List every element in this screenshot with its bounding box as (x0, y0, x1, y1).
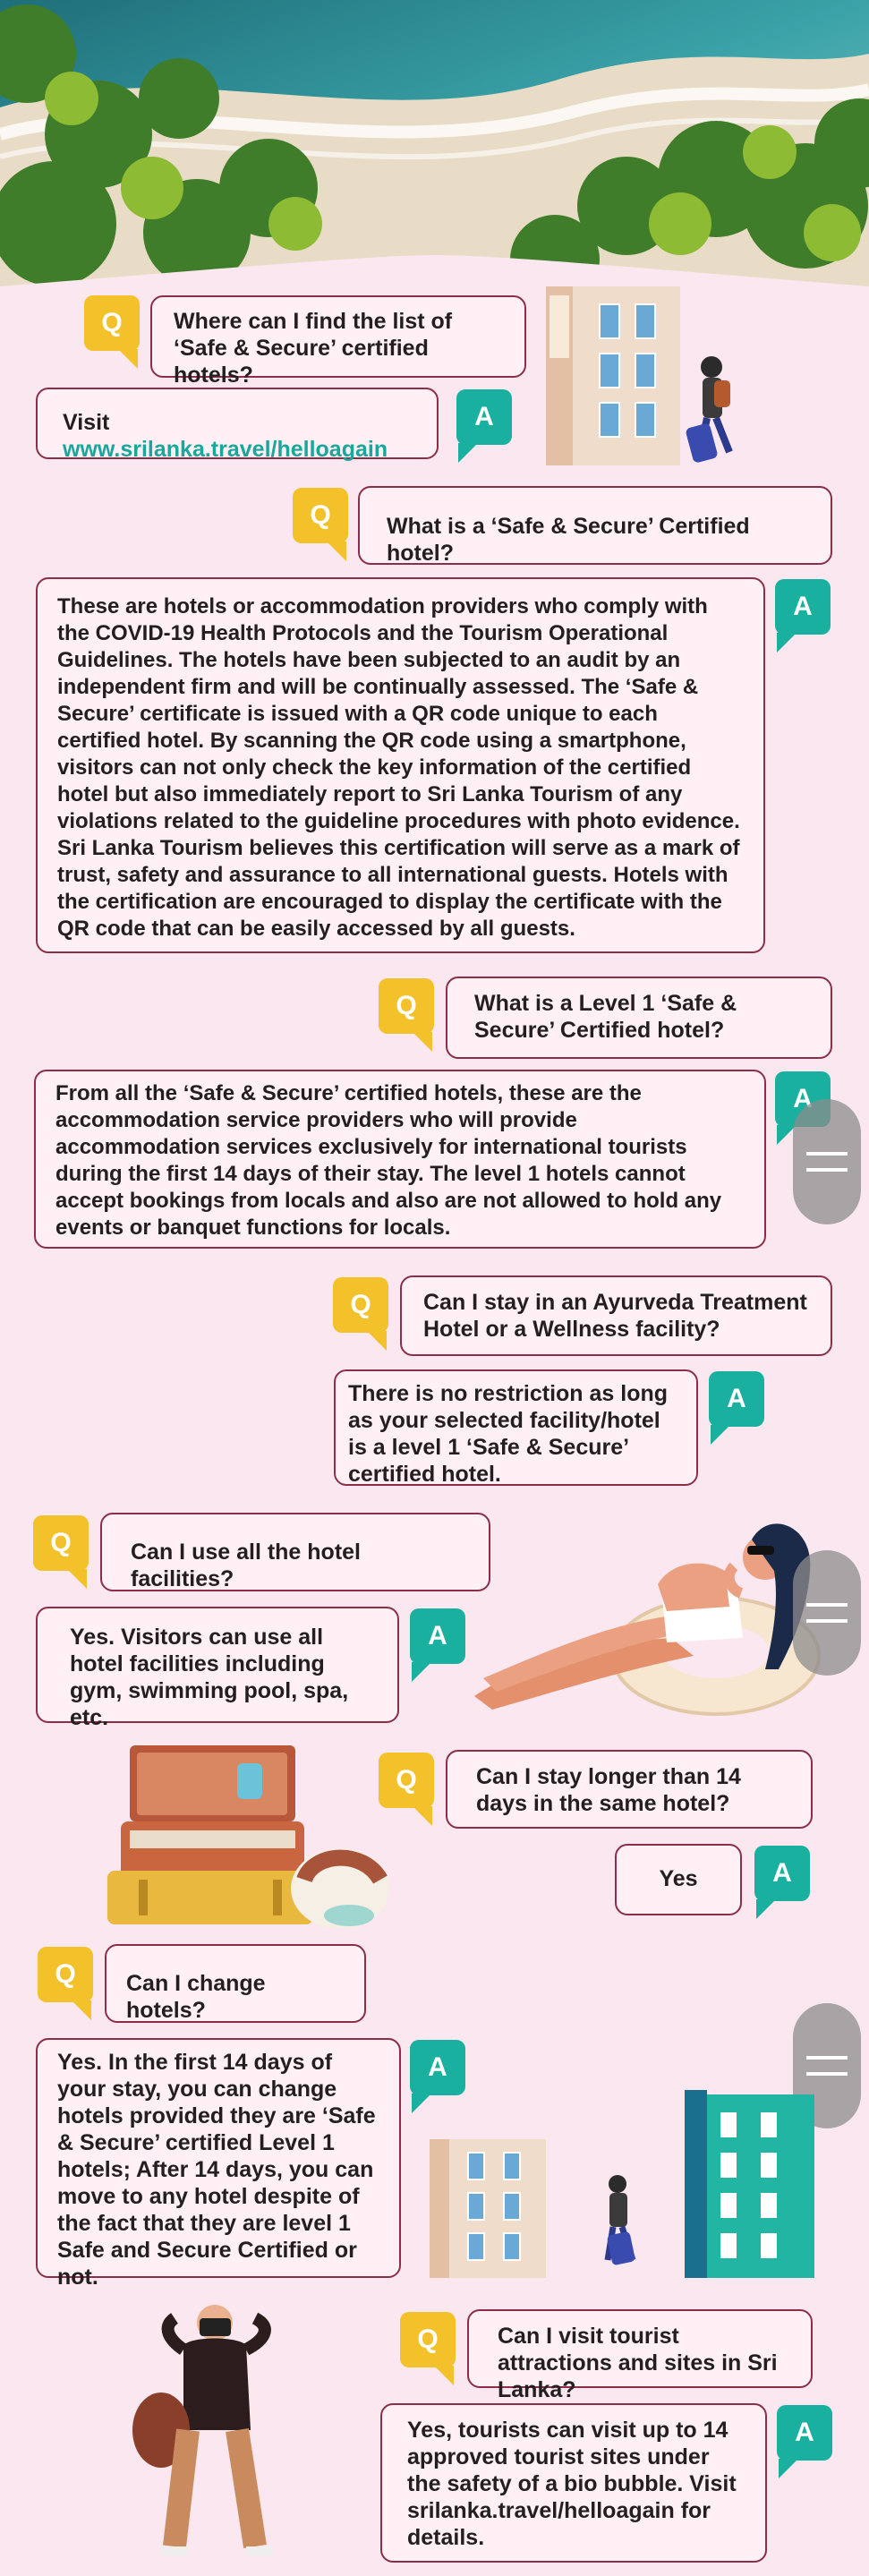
answer-bubble: Yes (615, 1844, 742, 1915)
answer-bubble: Yes. Visitors can use all hotel faciliti… (36, 1607, 399, 1730)
question-tag: Q (379, 1753, 434, 1826)
question-bubble: Where can I find the list of ‘Safe & Sec… (150, 295, 526, 388)
answer-bubble: Visit www.srilanka.travel/helloagain (36, 388, 439, 462)
answer-bubble: These are hotels or accommodation provid… (36, 577, 765, 953)
question-tag: Q (84, 295, 140, 369)
answer-tag: A (456, 389, 512, 463)
question-tag: Q (293, 488, 348, 561)
question-tag: Q (333, 1277, 388, 1351)
scroll-handle-icon (806, 2056, 848, 2076)
question-bubble: Can I visit tourist attractions and site… (467, 2309, 813, 2402)
photographer-illustration (132, 2305, 273, 2555)
answer-text: Visit (63, 410, 110, 435)
question-tag: Q (38, 1947, 93, 2020)
scroll-handle-icon (806, 1152, 848, 1172)
scroll-handle[interactable] (793, 1099, 861, 1224)
answer-bubble: From all the ‘Safe & Secure’ certified h… (34, 1070, 766, 1249)
question-bubble: Can I change hotels? (105, 1944, 366, 2023)
answer-bubble: Yes, tourists can visit up to 14 approve… (380, 2403, 767, 2563)
answer-bubble: There is no restriction as long as your … (334, 1369, 698, 1487)
question-tag: Q (400, 2312, 456, 2385)
answer-tag: A (777, 2405, 832, 2478)
question-bubble: Can I stay in an Ayurveda Treatment Hote… (400, 1275, 832, 1356)
question-bubble: What is a Level 1 ‘Safe & Secure’ Certif… (446, 977, 832, 1059)
scroll-handle-icon (806, 1603, 848, 1623)
answer-bubble: Yes. In the first 14 days of your stay, … (36, 2038, 401, 2290)
question-bubble: Can I use all the hotel facilities? (100, 1513, 490, 1591)
scroll-handle[interactable] (793, 1550, 861, 1676)
hotels-illustration (430, 2090, 814, 2278)
question-tag: Q (33, 1515, 89, 1589)
answer-tag: A (709, 1371, 764, 1445)
answer-tag: A (775, 579, 831, 653)
suitcase-illustration (107, 1745, 389, 1929)
answer-tag: A (410, 2040, 465, 2113)
question-tag: Q (379, 978, 434, 1052)
woman-on-float-illustration (474, 1523, 821, 1716)
question-bubble: What is a ‘Safe & Secure’ Certified hote… (358, 486, 832, 566)
helloagain-link[interactable]: www.srilanka.travel/helloagain (63, 437, 388, 462)
hotel-traveler-illustration (546, 286, 733, 465)
answer-tag: A (754, 1846, 810, 1919)
beach-hero-image (0, 0, 869, 309)
question-bubble: Can I stay longer than 14 days in the sa… (446, 1750, 813, 1829)
answer-tag: A (410, 1608, 465, 1682)
